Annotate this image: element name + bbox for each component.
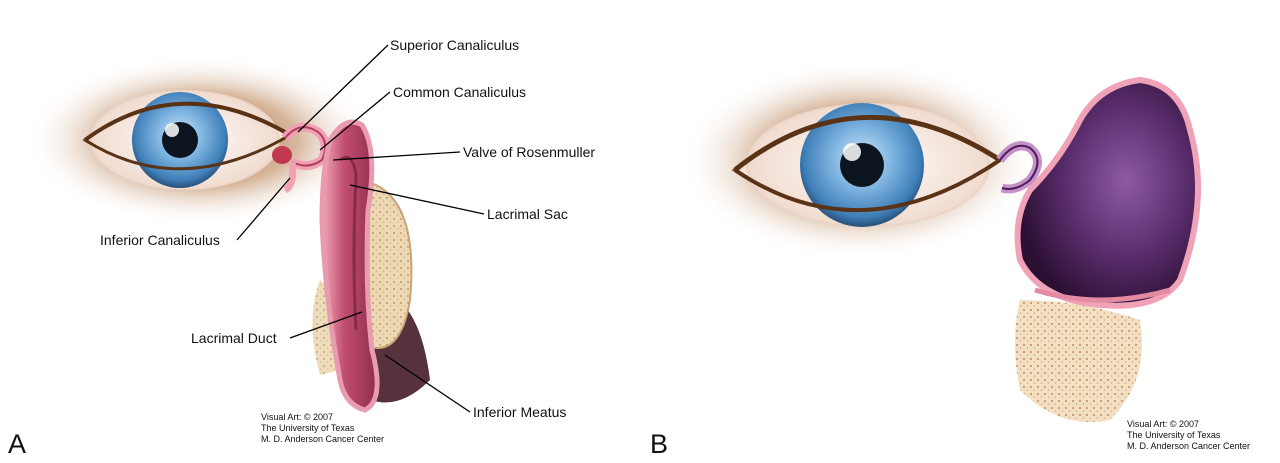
leader-lacrimal-duct xyxy=(289,311,363,339)
credit-a-line2: The University of Texas xyxy=(261,423,355,433)
leader-inferior-meatus xyxy=(384,354,471,413)
label-valve-of-rosenmuller: Valve of Rosenmuller xyxy=(463,144,595,160)
leader-inferior-canaliculus xyxy=(236,177,291,241)
panel-a: Superior Canaliculus Common Canaliculus … xyxy=(8,37,595,459)
lacrimal-sac-shape xyxy=(319,119,380,413)
label-inferior-canaliculus: Inferior Canaliculus xyxy=(100,232,220,248)
panel-b: Visual Art: © 2007 The University of Tex… xyxy=(650,60,1250,459)
leader-superior-canaliculus xyxy=(297,44,389,133)
label-lacrimal-sac: Lacrimal Sac xyxy=(487,206,568,222)
credit-b-line3: M. D. Anderson Cancer Center xyxy=(1127,441,1250,451)
panel-letter-a: A xyxy=(8,429,26,459)
leader-lacrimal-sac xyxy=(349,184,485,215)
label-lacrimal-duct: Lacrimal Duct xyxy=(191,330,277,346)
leader-common-canaliculus xyxy=(319,91,391,151)
panel-letter-b: B xyxy=(650,429,668,459)
dilated-lacrimal-sac xyxy=(1014,76,1201,309)
credit-a-line3: M. D. Anderson Cancer Center xyxy=(261,434,384,444)
label-inferior-meatus: Inferior Meatus xyxy=(473,404,566,420)
credit-a-line1: Visual Art: © 2007 xyxy=(261,412,333,422)
leader-valve-of-rosenmuller xyxy=(332,151,461,161)
caruncle xyxy=(272,146,292,164)
label-superior-canaliculus: Superior Canaliculus xyxy=(390,37,519,53)
credit-b-line2: The University of Texas xyxy=(1127,430,1221,440)
credit-b-line1: Visual Art: © 2007 xyxy=(1127,419,1199,429)
label-common-canaliculus: Common Canaliculus xyxy=(393,84,526,100)
